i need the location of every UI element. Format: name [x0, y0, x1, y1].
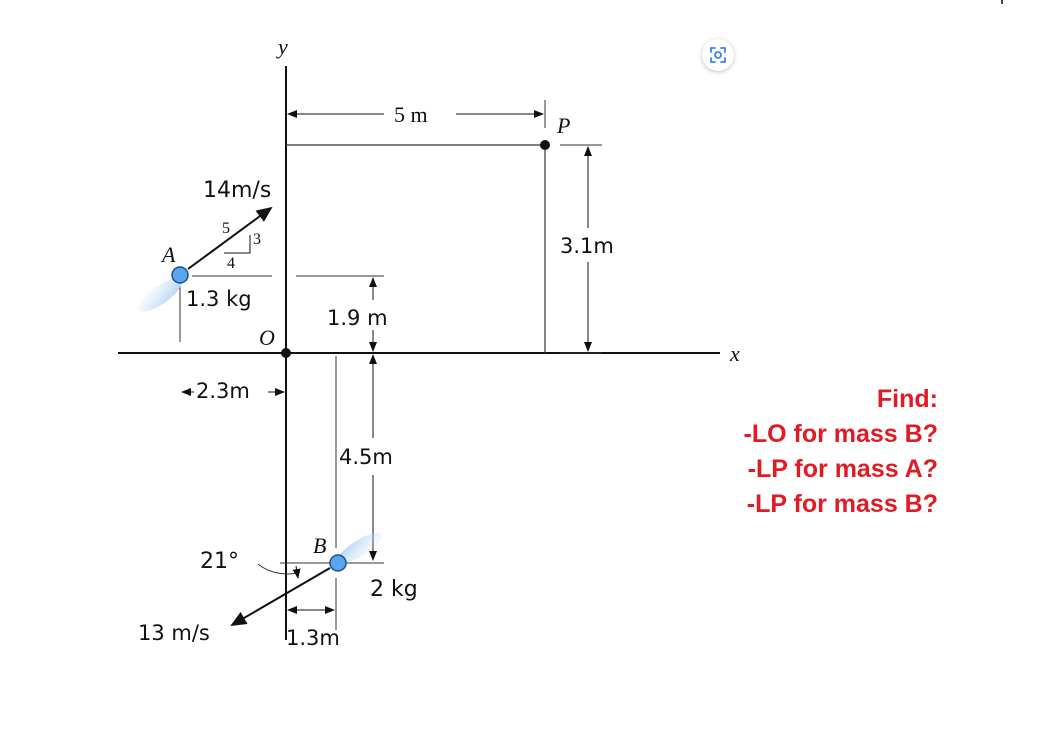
slope-hyp-label: 5 — [222, 220, 230, 237]
question-line-2: -LP for mass A? — [747, 455, 938, 483]
question-heading: Find: — [876, 385, 938, 413]
angle-b-label: 21° — [200, 549, 239, 574]
point-p-label: P — [556, 113, 570, 138]
mass-a-glow — [138, 278, 182, 312]
dim-5m-label: 5 m — [394, 102, 428, 127]
mass-a-label: A — [160, 242, 176, 267]
y-axis-label: y — [276, 34, 288, 59]
origin-label: O — [259, 325, 275, 350]
mass-a-mass-label: 1.3 kg — [186, 287, 252, 311]
slope-triangle-a — [224, 235, 251, 254]
slope-rise-label: 3 — [253, 231, 261, 248]
dim-31-label: 3.1m — [560, 234, 614, 258]
visual-search-icon — [710, 47, 726, 63]
angle-arc-b-arrow — [292, 565, 301, 579]
point-p — [540, 140, 550, 150]
slope-run-label: 4 — [227, 255, 235, 272]
velocity-a-label: 14m/s — [203, 178, 271, 203]
visual-search-button[interactable] — [702, 39, 734, 71]
edge-marker — [1001, 0, 1003, 4]
question-line-1: -LO for mass B? — [743, 420, 938, 448]
question-panel: Find: -LO for mass B? -LP for mass A? -L… — [678, 382, 938, 522]
mass-b-glow — [337, 532, 383, 564]
velocity-a-arrow — [187, 206, 273, 270]
velocity-b-arrow — [230, 567, 331, 627]
mass-b-ball — [329, 554, 347, 572]
question-line-3: -LP for mass B? — [746, 490, 938, 518]
mass-b-label: B — [313, 533, 326, 558]
x-axis-label: x — [729, 341, 740, 366]
dim-19-label: 1.9 m — [327, 306, 388, 330]
dim-45-label: 4.5m — [339, 445, 393, 469]
dim-13-label: 1.3m — [286, 626, 340, 650]
mass-a-ball — [171, 266, 189, 284]
origin-point — [281, 348, 291, 358]
mass-b-mass-label: 2 kg — [370, 577, 418, 602]
velocity-b-label: 13 m/s — [138, 621, 210, 645]
angle-arc-b — [257, 563, 301, 575]
dim-23-label: 2.3m — [196, 379, 250, 403]
